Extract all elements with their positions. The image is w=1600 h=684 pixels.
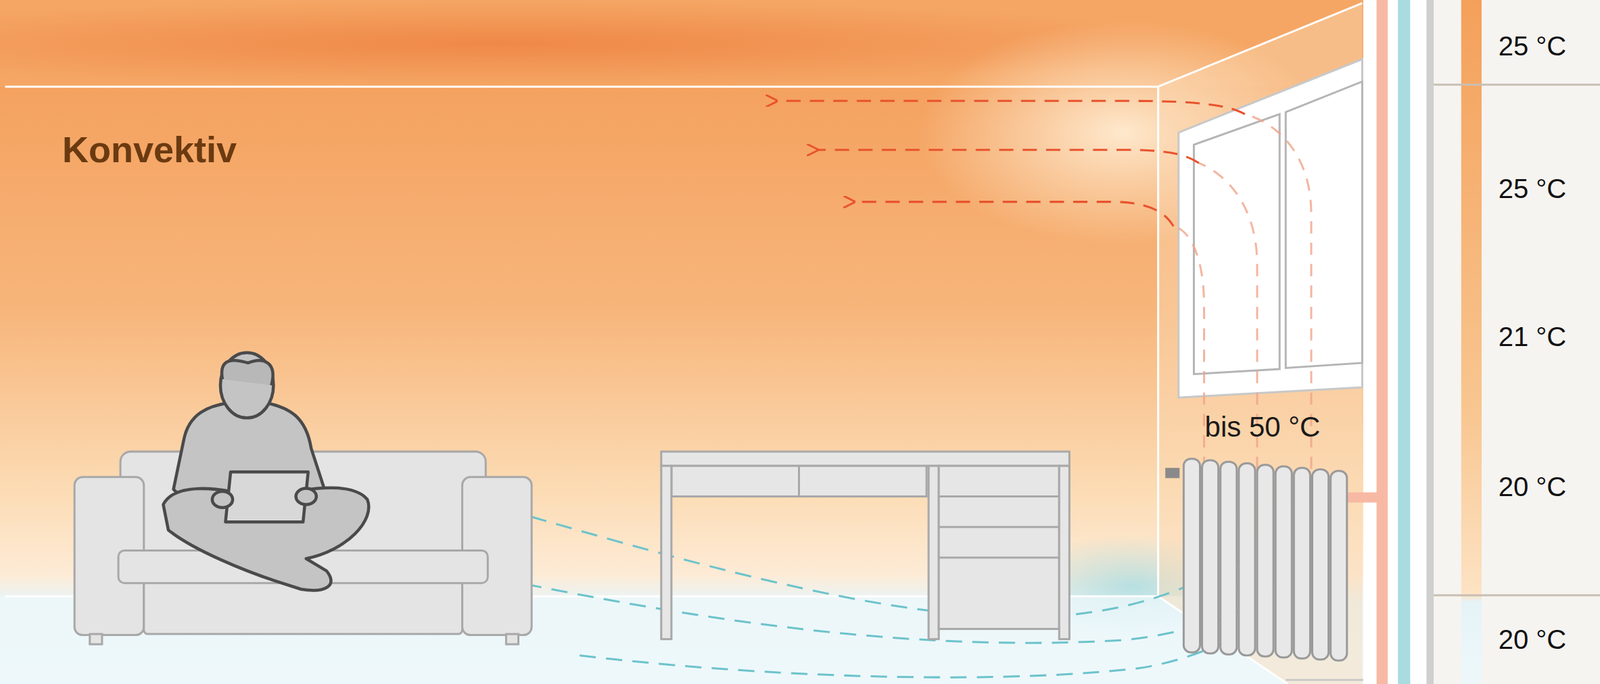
wall-line	[1426, 0, 1434, 684]
desk	[661, 451, 1070, 640]
sofa	[74, 451, 532, 645]
wall-section	[1363, 0, 1434, 684]
person	[162, 353, 369, 592]
radiator-fin	[1183, 459, 1200, 654]
radiator-fin	[1293, 467, 1310, 659]
radiator-fin	[1202, 460, 1219, 654]
cold-air-lines	[479, 501, 1276, 678]
radiator-fin	[1220, 461, 1237, 655]
radiator-fin	[1257, 465, 1274, 658]
supply-pipe	[1376, 0, 1389, 684]
radiator-fin	[1238, 463, 1256, 656]
diagram-title: Konvektiv	[62, 128, 237, 171]
band-separators	[1433, 84, 1600, 596]
return-pipe	[1397, 0, 1410, 684]
temperature-column	[1433, 0, 1600, 684]
radiator-pipe	[1347, 492, 1380, 503]
temperature-label: 20 °C	[1498, 624, 1567, 656]
temperature-bar	[1461, 0, 1482, 684]
wall-background	[0, 0, 1434, 684]
temperature-label: 25 °C	[1498, 173, 1567, 205]
temperature-label: 21 °C	[1498, 321, 1567, 353]
radiator-temperature: bis 50 °C	[1205, 411, 1321, 444]
side-wall	[1158, 3, 1363, 684]
temperature-label: 25 °C	[1498, 31, 1567, 62]
warm-air-arrows	[775, 100, 1245, 227]
radiator-fin	[1330, 471, 1348, 662]
radiator-fin	[1275, 466, 1292, 658]
room-edges	[5, 3, 1363, 684]
window	[1178, 58, 1363, 398]
temperature-label: 20 °C	[1498, 472, 1567, 503]
radiator-fin	[1311, 469, 1329, 661]
radiator	[1165, 459, 1348, 662]
